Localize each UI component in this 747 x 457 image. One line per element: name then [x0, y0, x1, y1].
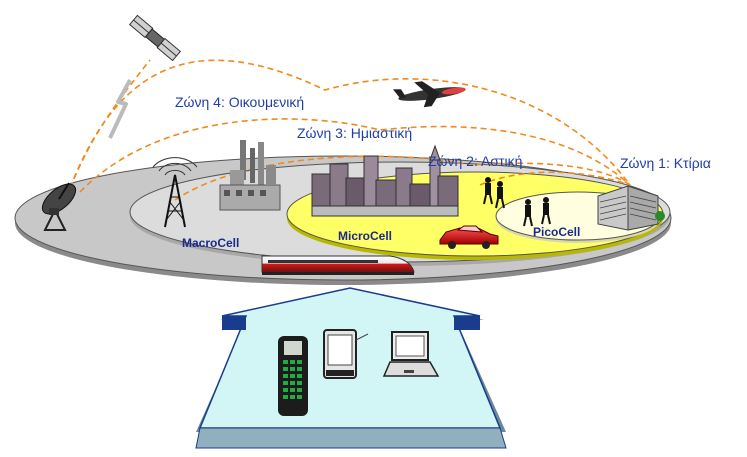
link-zone-3 [79, 118, 631, 193]
satellite-dish-icon [41, 182, 77, 231]
microcell-label: MicroCell [338, 229, 392, 243]
link-sat-dish [69, 59, 151, 189]
lightning-icon [108, 79, 132, 139]
pedestrians-icon [483, 177, 551, 227]
link-zone-4 [69, 59, 631, 189]
office-building-icon [597, 185, 665, 231]
zone-3-label: Ζώνη 3: Ημιαστική [297, 125, 412, 141]
industrial-plant-icon [219, 140, 281, 211]
city-skyline-icon [311, 144, 459, 217]
link-zone-2 [174, 155, 631, 201]
zone-4-label: Ζώνη 4: Οικουμενική [175, 94, 304, 110]
pda-icon [323, 329, 369, 379]
car-icon [439, 225, 499, 249]
macrocell-label: MacroCell [182, 236, 239, 250]
satellite-icon [128, 14, 182, 62]
train-icon [261, 255, 415, 275]
zone-1-label: Ζώνη 1: Κτίρια [620, 155, 711, 171]
link-zone-1 [479, 171, 631, 186]
mobile-phone-icon [278, 336, 308, 416]
laptop-icon [382, 331, 440, 377]
airplane-icon [392, 81, 466, 108]
zone-links [69, 59, 631, 201]
cell-tower-icon [152, 157, 198, 228]
picocell-label: PicoCell [533, 225, 580, 239]
zone-2-label: Ζώνη 2: Αστική [428, 153, 522, 169]
